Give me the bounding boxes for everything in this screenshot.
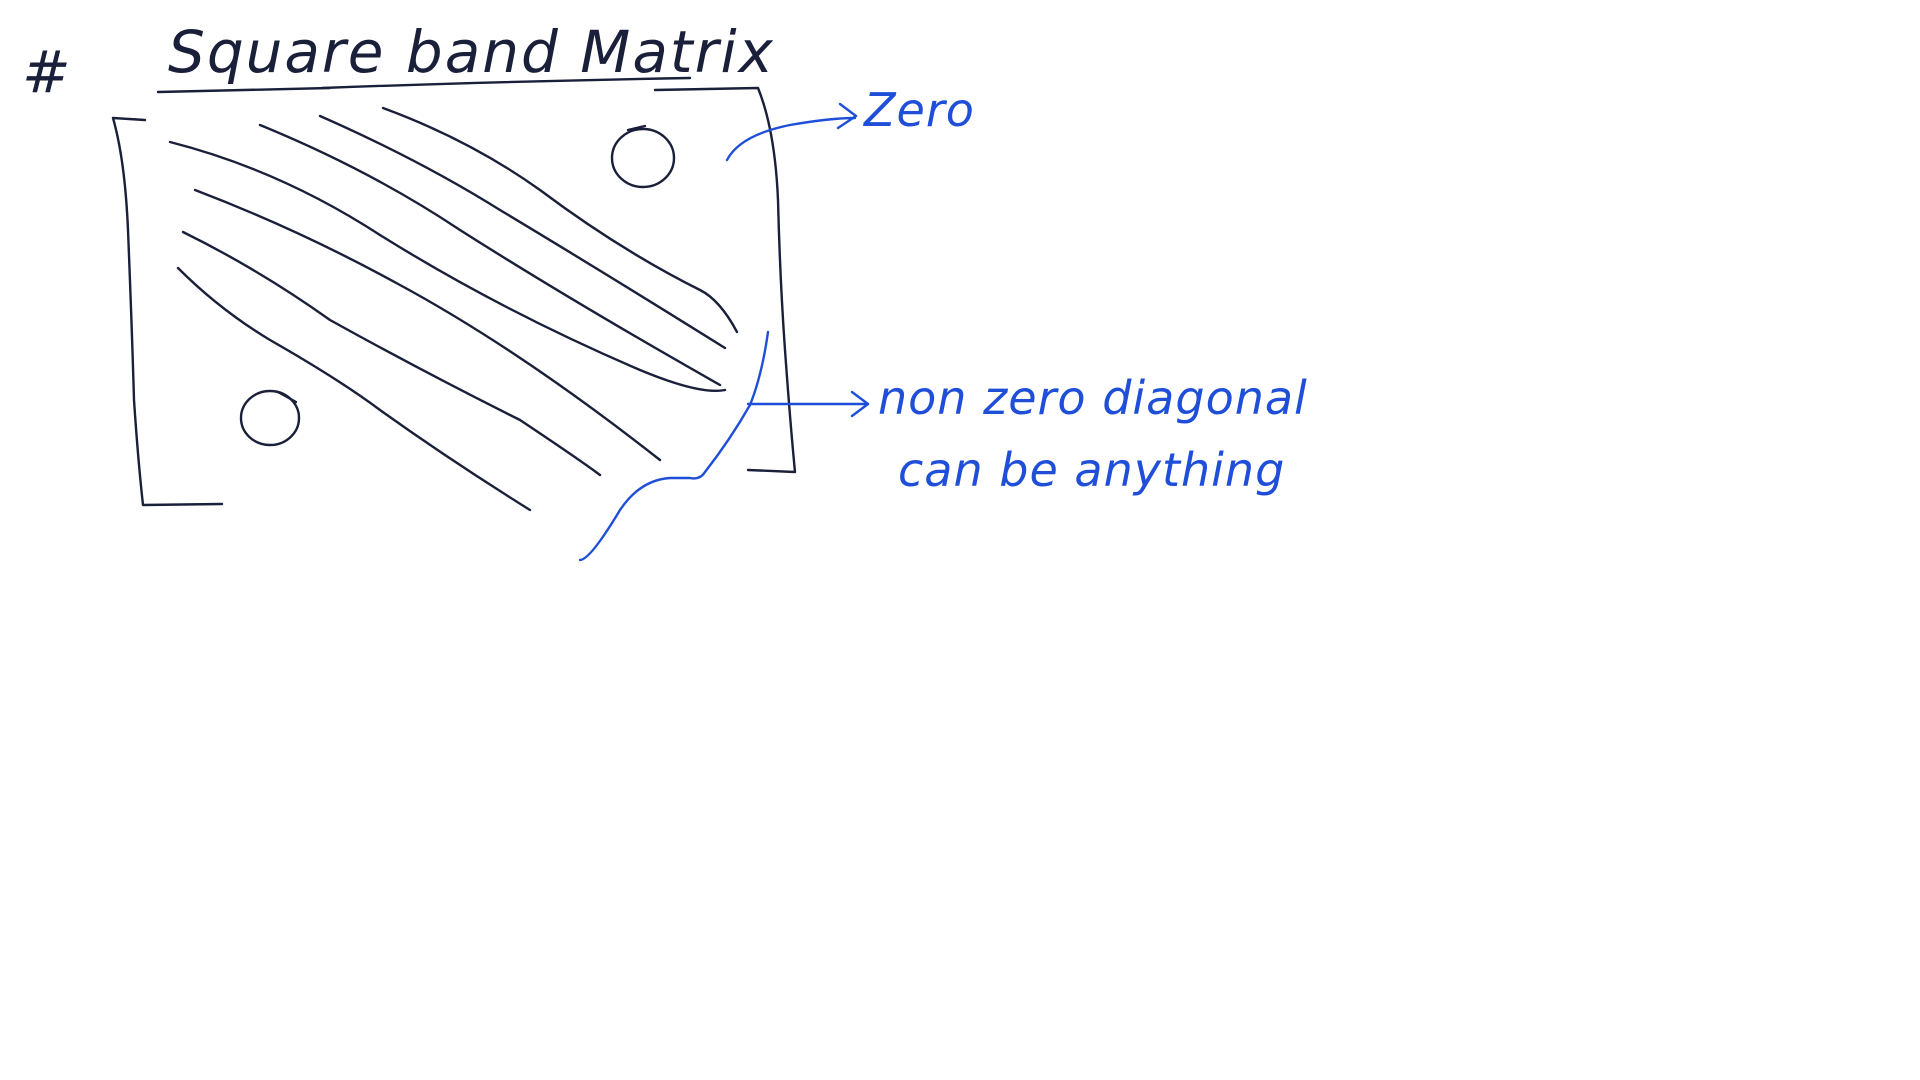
band-line — [258, 123, 722, 387]
diagonal-arrowhead-icon — [850, 390, 870, 418]
title-text: Square band Matrix — [168, 18, 775, 86]
lower-left-zero-tick — [276, 390, 298, 404]
band-line — [181, 230, 602, 477]
diagonal-annotation: non zero diagonal can be anything — [578, 330, 1308, 562]
band-line — [168, 140, 727, 392]
zero-label: Zero — [862, 83, 975, 137]
title-underline — [156, 76, 692, 94]
diagonal-label-line2: can be anything — [898, 443, 1285, 497]
title: # Square band Matrix — [22, 18, 775, 106]
matrix-left-bracket — [111, 116, 224, 507]
band-line — [318, 114, 727, 350]
title-hash: # — [22, 38, 73, 106]
lower-left-zero — [239, 389, 301, 447]
matrix-right-bracket — [653, 86, 797, 474]
band-line — [381, 106, 739, 334]
band-line — [193, 188, 662, 462]
upper-right-zero — [610, 127, 676, 189]
band-line — [176, 266, 532, 512]
band-lines — [168, 106, 739, 512]
upper-right-zero-tick — [626, 124, 647, 132]
zero-arrow — [725, 116, 857, 162]
diagonal-pointer-curve — [578, 330, 770, 562]
zero-annotation: Zero — [725, 83, 975, 162]
zero-arrowhead-icon — [836, 102, 858, 130]
matrix — [111, 86, 797, 512]
diagonal-label-line1: non zero diagonal — [878, 371, 1308, 425]
